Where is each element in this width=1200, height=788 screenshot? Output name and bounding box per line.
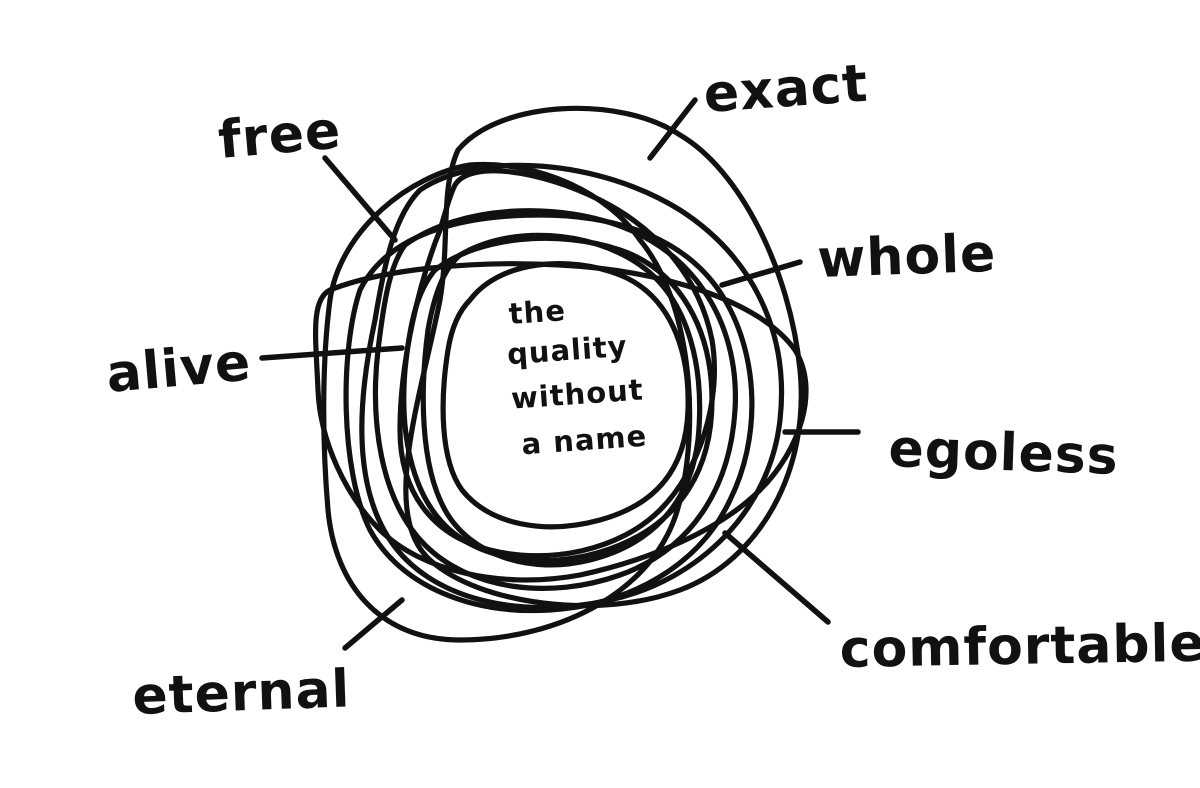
leader-line-comfortable bbox=[722, 530, 831, 625]
scribble-loop-10 bbox=[397, 168, 717, 559]
center-label-line-3: without bbox=[510, 372, 645, 415]
scribble-loop-9 bbox=[313, 261, 809, 583]
scribble-loop-5 bbox=[372, 208, 739, 591]
label-comfortable: comfortable bbox=[839, 614, 1200, 680]
leader-line-eternal bbox=[342, 597, 405, 651]
center-label-line-1: the bbox=[508, 293, 567, 331]
scribble-loop-1 bbox=[403, 105, 804, 609]
leader-line-exact bbox=[647, 97, 698, 161]
leader-line-alive bbox=[259, 345, 405, 361]
label-alive: alive bbox=[104, 333, 254, 405]
scribble-loop-8 bbox=[440, 260, 691, 530]
center-label-line-2: quality bbox=[506, 329, 629, 371]
scribble-loop-4 bbox=[343, 212, 755, 614]
label-free: free bbox=[216, 100, 344, 170]
scribble-loop-7 bbox=[420, 232, 703, 568]
label-eternal: eternal bbox=[131, 659, 351, 727]
scribble-loops bbox=[313, 105, 809, 643]
label-exact: exact bbox=[702, 54, 870, 125]
center-label: the quality without a name bbox=[506, 293, 648, 461]
center-label-line-4: a name bbox=[520, 419, 648, 462]
outer-labels: free exact whole alive egoless comfortab… bbox=[104, 54, 1200, 727]
leader-line-whole bbox=[719, 259, 803, 288]
leader-lines bbox=[259, 97, 861, 651]
scribble-loop-3 bbox=[359, 162, 785, 611]
label-egoless: egoless bbox=[888, 419, 1120, 487]
leader-line-free bbox=[322, 155, 398, 243]
label-whole: whole bbox=[816, 224, 997, 290]
